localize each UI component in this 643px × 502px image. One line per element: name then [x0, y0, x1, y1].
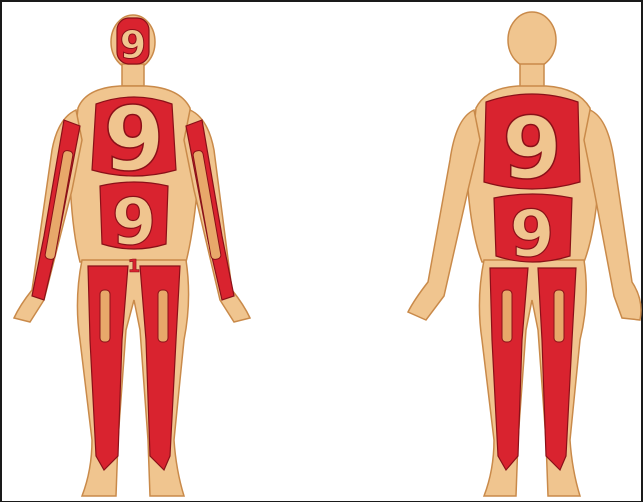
front-head-label: 9 — [120, 23, 146, 67]
front-chest-label: 9 — [103, 88, 164, 191]
back-lower-label: 9 — [510, 198, 555, 272]
back-upper-label: 9 — [502, 99, 562, 199]
front-abdomen-label: 9 — [112, 186, 157, 260]
front-genital-label: 1 — [128, 256, 141, 277]
